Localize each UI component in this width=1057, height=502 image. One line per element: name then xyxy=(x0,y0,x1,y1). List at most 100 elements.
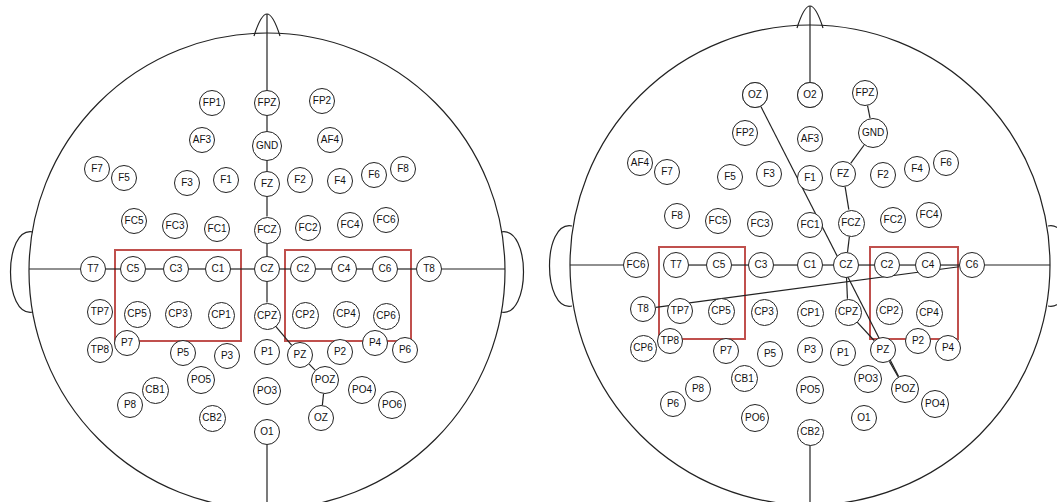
midline-connector xyxy=(889,361,898,376)
electrode-circle: CB1 xyxy=(142,377,169,404)
midline-connector xyxy=(941,264,959,265)
electrode-circle: FC5 xyxy=(121,208,147,234)
electrode-circle: F8 xyxy=(390,156,416,182)
ear xyxy=(11,232,34,313)
electrode-circle: P2 xyxy=(327,339,353,365)
electrode-label: C4 xyxy=(922,260,935,270)
electrode-label: POZ xyxy=(315,375,336,385)
midline-connector xyxy=(845,187,849,210)
electrode-label: C2 xyxy=(881,260,894,270)
electrode-circle: F5 xyxy=(111,165,137,191)
electrode-circle: P5 xyxy=(170,340,196,366)
electrode-circle: P3 xyxy=(797,337,823,363)
region-box xyxy=(659,247,745,339)
electrode-circle: C2 xyxy=(290,256,316,282)
electrode-label: P1 xyxy=(261,347,273,357)
electrode-circle: AF3 xyxy=(189,127,215,153)
midline-connector xyxy=(357,268,372,269)
electrode-label: F4 xyxy=(334,176,346,186)
electrode-circle: F6 xyxy=(933,150,959,176)
electrode-circle: C3 xyxy=(748,252,774,278)
midline xyxy=(266,14,267,90)
electrode-circle: F4 xyxy=(327,168,353,194)
electrode-circle: P1 xyxy=(254,339,280,365)
electrode-circle: TP7 xyxy=(667,298,693,324)
electrode-circle: PO4 xyxy=(348,376,376,404)
electrode-label: F8 xyxy=(671,211,683,221)
electrode-circle: F7 xyxy=(654,159,680,185)
electrode-circle: CPZ xyxy=(835,299,862,326)
midline xyxy=(985,264,1050,265)
electrode-circle: O1 xyxy=(254,419,280,445)
midline-connector xyxy=(823,264,833,265)
electrode-circle: FCZ xyxy=(838,210,865,237)
electrode-label: AF4 xyxy=(631,158,649,168)
electrode-circle: CB2 xyxy=(797,419,824,446)
electrode-circle: CP4 xyxy=(333,301,360,328)
midline xyxy=(442,268,505,269)
electrode-circle: F6 xyxy=(361,162,387,188)
electrode-label: F2 xyxy=(877,170,889,180)
electrode-label: C6 xyxy=(379,264,392,274)
electrode-circle: PO6 xyxy=(741,404,769,432)
electrode-circle: T8 xyxy=(630,296,656,322)
electrode-label: P2 xyxy=(334,347,346,357)
electrode-label: P6 xyxy=(399,345,411,355)
electrode-circle: FC2 xyxy=(295,215,321,241)
electrode-circle: F1 xyxy=(797,165,823,191)
electrode-label: P8 xyxy=(124,400,136,410)
electrode-label: FPZ xyxy=(258,98,277,108)
electrode-label: CPZ xyxy=(838,307,858,317)
midline-connector xyxy=(398,268,416,269)
electrode-circle: PO6 xyxy=(378,391,406,419)
electrode-circle: TP8 xyxy=(657,328,683,354)
electrode-circle: FC2 xyxy=(880,207,906,233)
electrode-label: FP2 xyxy=(736,128,754,138)
electrode-label: C1 xyxy=(804,260,817,270)
electrode-circle: P6 xyxy=(392,337,418,363)
electrode-label: T8 xyxy=(423,264,435,274)
electrode-label: C3 xyxy=(170,264,183,274)
electrode-label: OZ xyxy=(314,413,328,423)
electrode-label: CP2 xyxy=(295,310,314,320)
midline-connector xyxy=(189,268,205,269)
electrode-circle: T7 xyxy=(80,256,106,282)
midline-connector xyxy=(266,116,267,131)
electrode-label: POZ xyxy=(895,384,916,394)
midline xyxy=(809,6,810,82)
electrode-label: O1 xyxy=(857,413,870,423)
midline-connector xyxy=(266,244,267,257)
electrode-label: CB2 xyxy=(202,413,221,423)
electrode-label: P6 xyxy=(667,399,679,409)
electrode-circle: PO4 xyxy=(921,390,949,418)
electrode-circle: T8 xyxy=(416,256,442,282)
electrode-circle: F8 xyxy=(664,203,690,229)
electrode-label: PO5 xyxy=(800,385,820,395)
electrode-label: FC1 xyxy=(801,220,820,230)
electrode-label: P7 xyxy=(121,338,133,348)
midline-connector xyxy=(231,268,254,269)
electrode-circle: PO5 xyxy=(796,376,824,404)
midline xyxy=(809,445,810,502)
electrode-label: FC2 xyxy=(884,215,903,225)
electrode-label: F4 xyxy=(911,164,923,174)
electrode-label: FC4 xyxy=(341,220,360,230)
electrode-label: C4 xyxy=(338,264,351,274)
electrode-circle: FC3 xyxy=(162,213,188,239)
electrode-label: PO5 xyxy=(191,375,211,385)
electrode-circle: CP3 xyxy=(165,301,192,328)
midline-connector xyxy=(106,268,120,269)
electrode-label: C2 xyxy=(297,264,310,274)
electrode-circle: CPZ xyxy=(254,303,281,330)
electrode-label: C1 xyxy=(212,264,225,274)
electrode-circle: FP2 xyxy=(732,120,758,146)
electrode-label: CP2 xyxy=(879,306,898,316)
electrode-circle: F3 xyxy=(756,161,782,187)
electrode-label: T7 xyxy=(670,260,682,270)
midline-connector xyxy=(689,264,706,265)
electrode-label: FPZ xyxy=(856,88,875,98)
electrode-label: FC6 xyxy=(377,215,396,225)
electrode-label: O2 xyxy=(803,90,816,100)
